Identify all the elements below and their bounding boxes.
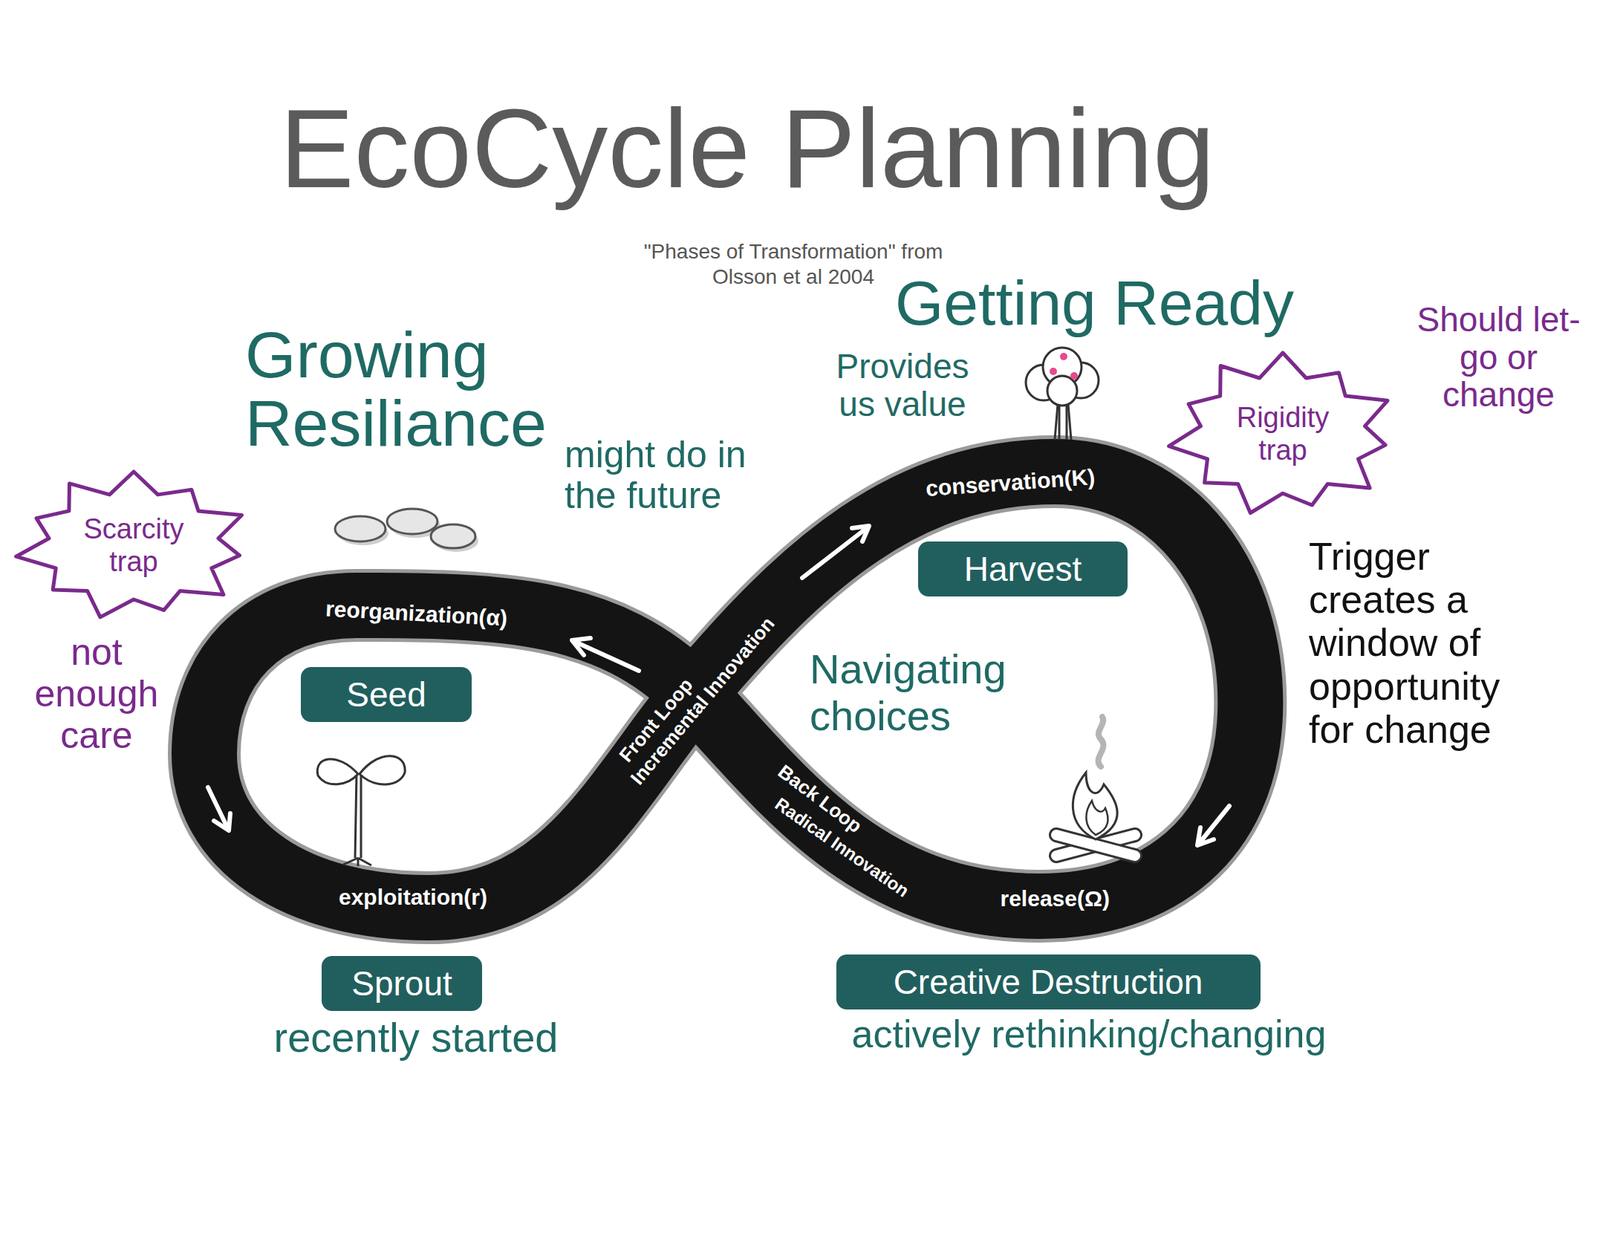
direction-arrow [1197,805,1230,846]
phase-box: Creative Destructionactively rethinking/… [836,954,1261,1011]
phase-box: Harvest [918,541,1128,598]
trap-starburst: Rigidity trap [1163,349,1402,520]
seed [387,508,438,535]
seedling-leaf [359,756,405,785]
seed [430,524,476,549]
direction-arrow [207,787,231,831]
phase-box: Sproutrecently started [321,955,483,1012]
diagram-title: EcoCycle Planning [0,87,1495,211]
phase-name: Sprout [351,964,453,1004]
seedling-leaf [317,759,359,785]
blossom [1070,372,1078,380]
seedling-stem [355,774,362,858]
trigger-note: Trigger creates a window of opportunity … [1308,534,1547,751]
trap-starburst: Scarcity trap [11,467,257,624]
tree [1025,347,1099,440]
seeds [335,508,479,552]
flame [1072,772,1118,840]
phase-note: Provides us value [817,347,988,423]
trap-name: Rigidity trap [1236,401,1330,467]
trap-note: Should let-go or change [1407,300,1590,414]
seedling [317,756,405,867]
phase-name: release(Ω) [1000,886,1110,913]
trap-note: not enough care [25,631,168,757]
blossom [1049,367,1058,376]
campfire [1056,716,1136,856]
phase-description: actively rethinking/changing [851,1012,1327,1058]
tree-crown [1047,375,1078,406]
phase-heading: Getting Ready [895,267,1294,340]
phase-name: exploitation(r) [338,884,488,911]
phase-note: might do in the future [564,434,758,517]
phase-box: Seed [300,667,472,723]
blossom [1059,352,1068,361]
direction-arrow [571,638,639,671]
direction-arrow [802,525,870,578]
seedling-roots [343,857,372,867]
starburst-shape [16,471,243,618]
trap-name: Scarcity trap [83,513,184,578]
smoke [1098,716,1104,767]
phase-name: Creative Destruction [893,962,1204,1003]
loop-band-rim [204,471,1251,908]
phase-description: recently started [274,1013,559,1062]
seed [335,516,386,542]
loop-band [204,471,1251,908]
flame [1085,800,1108,835]
phase-name: Seed [346,675,426,715]
tree-trunk [1059,405,1067,440]
phase-name: Harvest [964,549,1082,590]
phase-heading: Growing Resiliance [245,320,617,459]
phase-heading: Navigating choices [809,646,1055,740]
starburst-shape [1169,352,1388,514]
